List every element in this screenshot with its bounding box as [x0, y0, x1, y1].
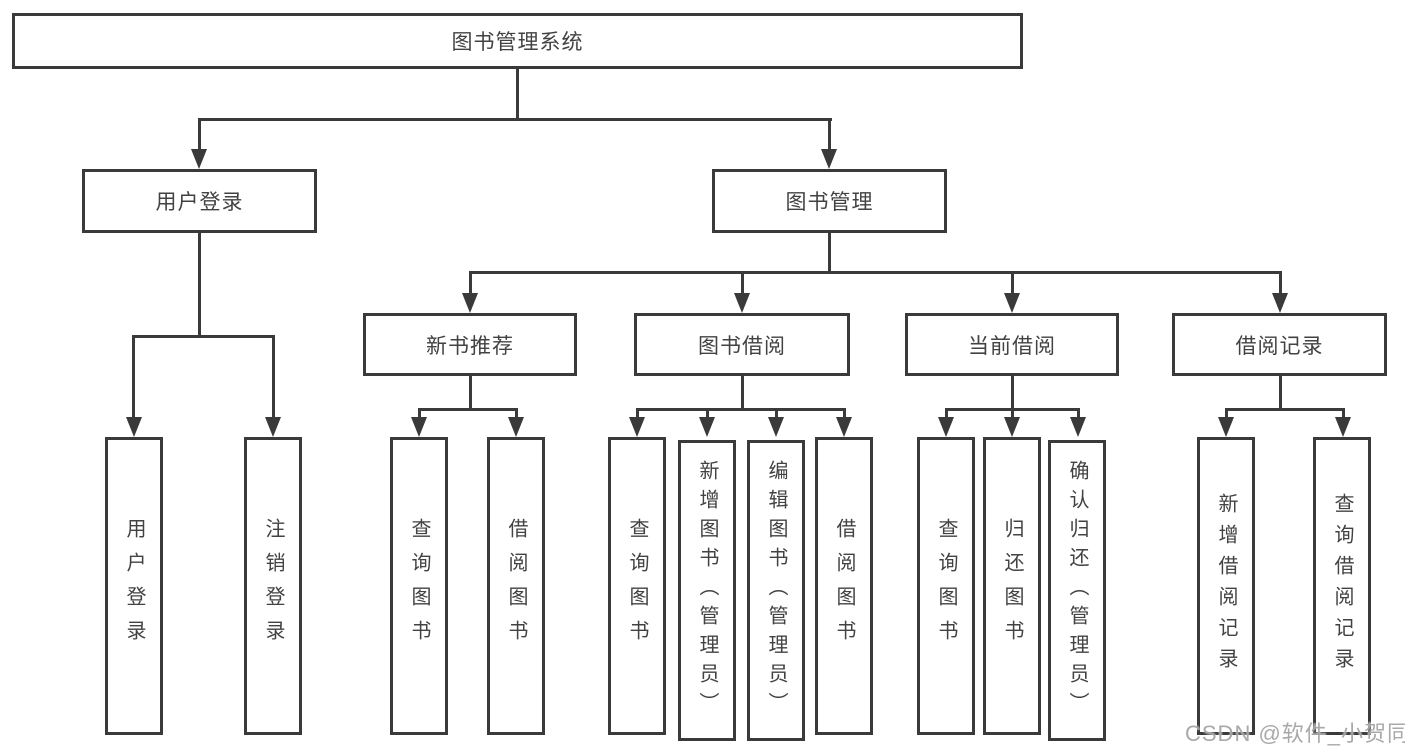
leaf-query-borrow-record: 查询借阅记录	[1313, 437, 1371, 735]
arrow-down-icon	[1004, 293, 1020, 313]
arrow-down-icon	[836, 417, 852, 437]
leaf-borrow-books-2: 借阅图书	[815, 437, 873, 735]
arrow-down-icon	[508, 417, 524, 437]
node-borrowing-records: 借阅记录	[1172, 313, 1387, 376]
leaf-query-books-3-label: 查询图书	[935, 518, 957, 654]
arrow-down-icon	[629, 417, 645, 437]
arrow-down-icon	[1335, 417, 1351, 437]
connector-line	[515, 408, 518, 420]
arrow-down-icon	[411, 417, 427, 437]
connector-line	[1011, 375, 1014, 409]
leaf-edit-books-admin: 编辑图书（管理员）	[747, 440, 805, 741]
node-borrowing-records-label: 借阅记录	[1235, 334, 1324, 358]
arrow-down-icon	[1004, 417, 1020, 437]
node-root-label: 图书管理系统	[451, 31, 584, 54]
csdn-watermark: CSDN @软件_小贺同学	[1185, 721, 1405, 746]
leaf-edit-books-admin-label: 编辑图书（管理员）	[765, 460, 787, 721]
connector-line	[198, 118, 832, 121]
connector-line	[418, 408, 518, 411]
node-book-borrowing-label: 图书借阅	[698, 334, 786, 358]
arrow-down-icon	[734, 293, 750, 313]
connector-line	[828, 232, 831, 272]
leaf-borrow-books-1: 借阅图书	[487, 437, 545, 735]
connector-line	[1077, 408, 1080, 420]
leaf-add-books-admin-label: 新增图书（管理员）	[696, 460, 718, 721]
leaf-query-borrow-record-label: 查询借阅记录	[1331, 493, 1353, 679]
node-user-login: 用户登录	[82, 169, 317, 233]
connector-line	[945, 408, 948, 420]
node-new-book-recommend-label: 新书推荐	[426, 334, 514, 358]
arrow-down-icon	[265, 417, 281, 437]
node-current-borrowing: 当前借阅	[905, 313, 1119, 376]
arrow-down-icon	[699, 417, 715, 437]
leaf-query-books-1-label: 查询图书	[408, 518, 430, 654]
connector-line	[1225, 408, 1344, 411]
arrow-down-icon	[462, 293, 478, 313]
connector-line	[706, 408, 709, 420]
connector-line	[469, 375, 472, 409]
leaf-confirm-return-admin: 确认归还（管理员）	[1048, 440, 1106, 741]
leaf-confirm-return-admin-label: 确认归还（管理员）	[1066, 460, 1088, 721]
arrow-down-icon	[191, 149, 207, 169]
node-book-management: 图书管理	[712, 169, 947, 233]
connector-line	[775, 408, 778, 420]
node-book-management-label: 图书管理	[785, 191, 874, 214]
connector-line	[1011, 271, 1014, 295]
leaf-borrow-books-1-label: 借阅图书	[505, 518, 527, 654]
arrow-down-icon	[1272, 293, 1288, 313]
connector-line	[469, 271, 472, 295]
node-book-borrowing: 图书借阅	[634, 313, 850, 376]
connector-line	[1279, 375, 1282, 409]
arrow-down-icon	[821, 149, 837, 169]
leaf-add-borrow-record: 新增借阅记录	[1197, 437, 1255, 735]
connector-line	[636, 408, 639, 420]
connector-line	[198, 118, 201, 152]
node-user-login-label: 用户登录	[155, 191, 244, 214]
connector-line	[1225, 408, 1228, 420]
connector-line	[516, 67, 519, 118]
connector-line	[843, 408, 846, 420]
connector-line	[1342, 408, 1345, 420]
node-new-book-recommend: 新书推荐	[363, 313, 577, 376]
leaf-query-books-2: 查询图书	[608, 437, 666, 735]
leaf-add-books-admin: 新增图书（管理员）	[678, 440, 736, 741]
leaf-return-books-label: 归还图书	[1001, 518, 1023, 654]
leaf-return-books: 归还图书	[983, 437, 1041, 735]
connector-line	[636, 408, 846, 411]
arrow-down-icon	[1218, 417, 1234, 437]
leaf-query-books-1: 查询图书	[390, 437, 448, 735]
leaf-user-login-label: 用户登录	[123, 518, 145, 654]
connector-line	[1011, 408, 1014, 420]
arrow-down-icon	[126, 417, 142, 437]
connector-line	[132, 335, 275, 338]
connector-line	[1279, 271, 1282, 295]
leaf-logout: 注销登录	[244, 437, 302, 735]
node-current-borrowing-label: 当前借阅	[968, 334, 1056, 358]
leaf-query-books-2-label: 查询图书	[626, 518, 648, 654]
connector-line	[418, 408, 421, 420]
connector-line	[741, 375, 744, 409]
connector-line	[272, 335, 275, 419]
connector-line	[198, 233, 201, 336]
arrow-down-icon	[1070, 417, 1086, 437]
arrow-down-icon	[768, 417, 784, 437]
node-root-system: 图书管理系统	[12, 13, 1023, 69]
connector-line	[741, 271, 744, 295]
arrow-down-icon	[938, 417, 954, 437]
leaf-borrow-books-2-label: 借阅图书	[833, 518, 855, 654]
connector-line	[132, 335, 135, 419]
connector-line	[469, 271, 1282, 274]
leaf-logout-label: 注销登录	[262, 518, 284, 654]
leaf-user-login: 用户登录	[105, 437, 163, 735]
leaf-add-borrow-record-label: 新增借阅记录	[1215, 493, 1237, 679]
connector-line	[828, 118, 831, 152]
leaf-query-books-3: 查询图书	[917, 437, 975, 735]
